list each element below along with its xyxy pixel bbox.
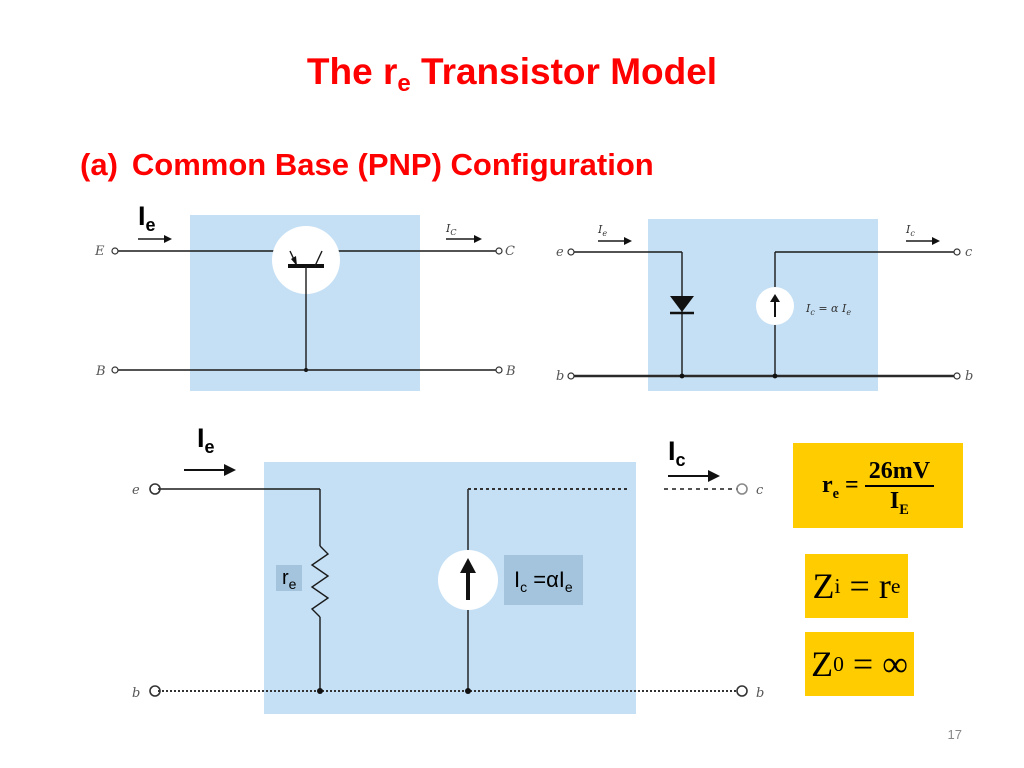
- emitter-terminal-dot: [111, 247, 119, 255]
- re-resistor: [310, 545, 330, 618]
- e-terminal-dot: [567, 248, 575, 256]
- re-chip: re: [276, 565, 303, 591]
- emitter-arrow-icon: [291, 256, 297, 266]
- collector-terminal-dot: [495, 247, 503, 255]
- b-right-label: b: [965, 369, 973, 384]
- b-right-terminal-dot-large: [736, 685, 748, 697]
- ic-arrow-icon: [474, 235, 482, 243]
- c-label: c: [965, 245, 973, 260]
- b-left-label: b: [556, 369, 564, 384]
- b-right-label-large: b: [756, 686, 764, 701]
- ic-equals-alpha-ie-chip: Ic =αIe: [504, 555, 583, 605]
- bottom-ic-label: Ic: [668, 436, 686, 470]
- formula-re-denominator: IE: [889, 487, 909, 518]
- base-left-label: B: [95, 364, 106, 379]
- top-right-circuit: e c b b Ie Ic Ic = α Ie: [556, 219, 973, 391]
- title-suffix: Transistor Model: [410, 51, 718, 92]
- subtitle-text: Common Base (PNP) Configuration: [131, 147, 654, 182]
- ic-arrow-large-icon: [708, 470, 720, 482]
- top-left-circuit: E C B B IC: [94, 215, 516, 391]
- ic-small-label-2: Ic: [905, 223, 915, 238]
- ic-small-arrow-icon: [932, 237, 940, 245]
- formula-re-numerator: 26mV: [864, 457, 935, 487]
- slide-title: The re Transistor Model: [0, 50, 1024, 97]
- source-equation-small: Ic = α Ie: [805, 302, 851, 317]
- ie-small-arrow-icon: [624, 237, 632, 245]
- collector-label: C: [505, 244, 515, 259]
- formula-re-fraction: 26mV IE: [864, 457, 935, 518]
- formula-re: re = 26mV IE: [793, 443, 963, 528]
- source-up-arrow-icon: [770, 294, 780, 302]
- formula-re-lhs: re: [821, 472, 840, 502]
- e-label: e: [556, 245, 564, 260]
- base-left-terminal-dot: [111, 366, 119, 374]
- transistor-symbol: [272, 226, 340, 294]
- e-terminal-dot-large: [149, 483, 161, 495]
- ie-small-label: Ie: [597, 223, 607, 238]
- c-label-large: c: [756, 483, 764, 498]
- e-label-large: e: [132, 483, 140, 498]
- b-left-terminal-dot: [567, 372, 575, 380]
- formula-re-eq: =: [839, 472, 865, 498]
- source-up-arrow-large-icon: [460, 558, 476, 573]
- b-left-terminal-dot-large: [149, 685, 161, 697]
- c-terminal-dot: [953, 248, 961, 256]
- b-left-label-large: b: [132, 686, 140, 701]
- bottom-circuit: e c b b: [132, 462, 764, 714]
- emitter-label: E: [94, 244, 105, 259]
- top-ie-label: Ie: [138, 201, 156, 235]
- diode-icon: [670, 296, 694, 312]
- bottom-ie-label: Ie: [194, 423, 218, 456]
- base-right-terminal-dot: [495, 366, 503, 374]
- page-number: 17: [947, 727, 962, 742]
- ic-small-label: IC: [445, 222, 456, 237]
- ie-arrow-icon: [164, 235, 172, 243]
- title-subscript: e: [397, 70, 411, 97]
- c-terminal-dot-large: [736, 483, 748, 495]
- b-right-terminal-dot: [953, 372, 961, 380]
- subtitle-marker: (a): [80, 147, 118, 182]
- slide-subtitle: (a) Common Base (PNP) Configuration: [80, 145, 654, 185]
- base-right-label: B: [505, 364, 516, 379]
- title-prefix: The r: [306, 51, 398, 92]
- ie-arrow-large-icon: [224, 464, 236, 476]
